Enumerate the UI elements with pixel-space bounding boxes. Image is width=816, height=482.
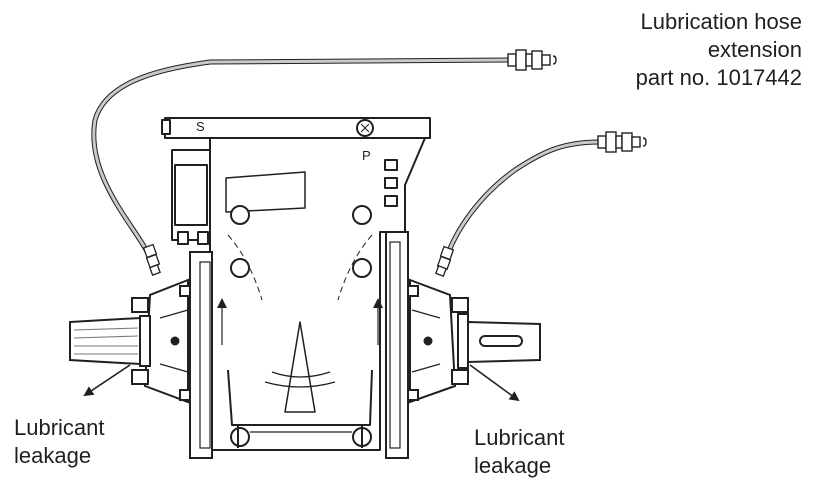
leak-left-line2: leakage — [14, 443, 92, 468]
left-splined-shaft — [69, 315, 151, 367]
housing-mark-p: P — [362, 148, 371, 163]
leak-arrow-right — [469, 364, 520, 402]
hose-callout-line2: extension — [707, 37, 802, 62]
hose-extension-callout: Lubrication hose extension part no. 1017… — [636, 8, 802, 92]
leak-left-line1: Lubricant — [14, 415, 105, 440]
gearbox-housing — [161, 117, 431, 451]
leakage-callout-right: Lubricant leakage — [474, 424, 565, 480]
hose-left-nipple-icon — [142, 243, 161, 276]
housing-mark-s: S — [196, 119, 205, 134]
right-gear-flange — [385, 231, 469, 459]
hose-right-nipple-icon — [435, 245, 455, 277]
leak-right-line1: Lubricant — [474, 425, 565, 450]
hose-extension — [91, 49, 557, 276]
right-keyed-shaft — [457, 313, 541, 369]
hose-callout-line3: part no. 1017442 — [635, 65, 802, 90]
hose-extension-fitting-icon — [507, 49, 557, 71]
hose-right-fitting-icon — [597, 131, 647, 153]
left-gear-flange — [131, 251, 213, 459]
hose-right — [435, 131, 647, 277]
leakage-callout-left: Lubricant leakage — [14, 414, 105, 470]
hose-callout-line1: Lubrication hose — [640, 9, 802, 34]
leak-right-line2: leakage — [474, 453, 552, 478]
leak-arrow-left — [83, 364, 131, 397]
